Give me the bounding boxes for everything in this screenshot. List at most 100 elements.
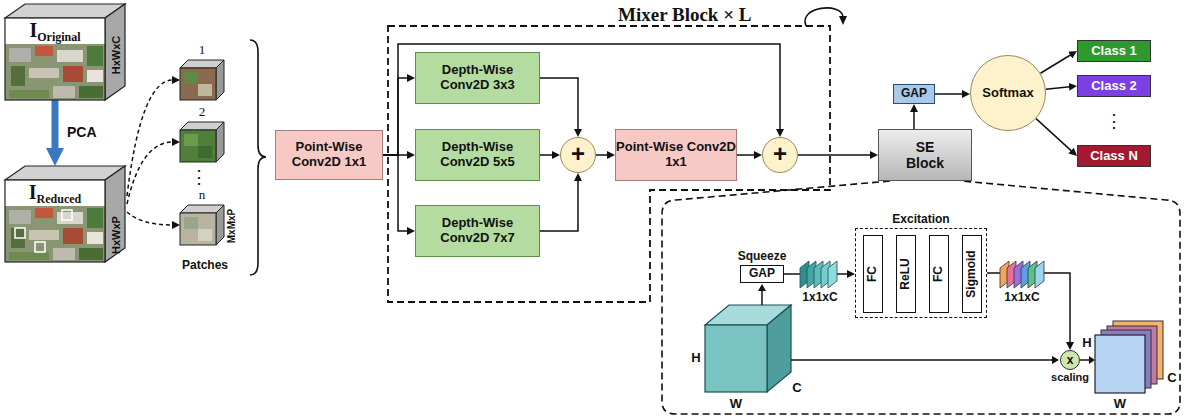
layer-label: FC <box>932 266 946 282</box>
dimension-label: MxMxP <box>226 209 237 243</box>
image-cube: IOriginal <box>5 4 127 100</box>
connector <box>127 142 173 204</box>
image-texture <box>79 86 103 98</box>
node-label: GAP <box>749 267 775 281</box>
class-box: Class N <box>1077 145 1151 167</box>
cube-side <box>216 122 224 162</box>
image-texture <box>9 252 49 260</box>
feature-map-side <box>767 305 791 392</box>
tensor-slice <box>1035 261 1044 288</box>
node-heading: 2 <box>199 105 206 120</box>
layer-box: Sigmoid <box>962 235 982 313</box>
wire <box>1080 359 1089 361</box>
dimension-label: HxWxC <box>110 36 122 75</box>
node-heading: n <box>199 188 206 203</box>
pooling-box: GAP <box>893 84 935 104</box>
node-label: Class N <box>1090 149 1138 164</box>
shape-outline <box>180 60 224 100</box>
image-texture <box>180 68 216 100</box>
shape-outline <box>5 4 127 100</box>
cube-front <box>5 18 105 100</box>
cube-front <box>180 68 216 100</box>
class-box: Class 2 <box>1077 75 1151 97</box>
node-label: Point-Wise Conv2D 1x1 <box>616 140 736 170</box>
image-cube: IReduced <box>5 166 127 262</box>
axis-label: C <box>1167 371 1176 385</box>
ellipsis: ⋮ <box>190 168 208 188</box>
cube-side <box>216 60 224 100</box>
node-label: Depth-Wise Conv2D 5x5 <box>416 140 539 170</box>
node-label: Point-Wise Conv2D 1x1 <box>276 140 382 170</box>
connector <box>383 78 408 155</box>
edge-label: PCA <box>67 125 97 140</box>
depthwise-conv-box: Depth-Wise Conv2D 5x5 <box>415 129 540 181</box>
sum-circle: + <box>560 137 596 173</box>
connector <box>798 154 871 156</box>
shape-outline <box>180 122 224 162</box>
axis-label: H <box>1082 336 1091 350</box>
axis-label: C <box>792 381 801 395</box>
symbol-subscript: Original <box>37 30 80 44</box>
node-label: + <box>773 142 787 166</box>
image-texture <box>184 134 198 146</box>
wire <box>761 291 763 305</box>
layer-label: Sigmoid <box>965 250 979 297</box>
arrow-head <box>758 284 766 291</box>
image-texture <box>79 248 103 260</box>
wire <box>791 359 1052 361</box>
patch-marker <box>62 210 72 220</box>
image-texture <box>87 46 103 66</box>
layer-box: FC <box>863 235 883 313</box>
connector <box>596 154 608 156</box>
image-texture <box>184 72 198 84</box>
connector <box>127 212 173 225</box>
axis-label: W <box>730 397 742 411</box>
ellipsis: ⋮ <box>1105 112 1123 132</box>
cube-front <box>5 180 105 262</box>
depthwise-conv-box: Depth-Wise Conv2D 3x3 <box>415 52 540 104</box>
connector <box>935 93 963 95</box>
layer-label: FC <box>866 266 880 282</box>
image-texture <box>9 90 49 98</box>
image-texture <box>87 208 103 228</box>
depthwise-conv-box: Depth-Wise Conv2D 7x7 <box>415 205 540 257</box>
arrow-head <box>1089 356 1095 364</box>
image-texture <box>87 70 103 82</box>
symbol-letter: I <box>29 19 37 41</box>
image-texture <box>5 206 105 262</box>
connector <box>540 78 578 130</box>
node-heading: 1 <box>199 43 206 58</box>
arrow-head <box>1052 356 1059 364</box>
shape-outline <box>5 166 127 262</box>
output-front <box>1095 335 1145 393</box>
connector <box>127 80 173 196</box>
patch-cube: 1 <box>180 60 224 100</box>
pointwise-conv-box: Point-Wise Conv2D 1x1 <box>615 129 737 181</box>
layer-label: ReLU <box>899 258 913 289</box>
node-caption: scaling <box>1051 371 1089 384</box>
squeeze-box: SqueezeGAP <box>740 265 784 283</box>
image-texture <box>29 230 59 240</box>
symbol-letter: I <box>29 181 37 203</box>
caption-label: Patches <box>182 259 228 272</box>
image-texture <box>63 228 83 244</box>
pointwise-conv-box: Point-Wise Conv2D 1x1 <box>275 130 383 180</box>
image-texture <box>198 229 212 241</box>
se-block-box: SE Block <box>878 129 972 181</box>
title-band <box>5 180 105 206</box>
connector <box>1046 87 1070 89</box>
cube-front <box>180 213 216 245</box>
scaling-circle: xscaling <box>1060 350 1080 370</box>
excitation-group: ExcitationFCReLUFCSigmoid <box>855 228 987 318</box>
image-texture <box>184 217 198 229</box>
axis-label: W <box>1114 397 1126 411</box>
image-texture <box>35 46 53 56</box>
node-label: Depth-Wise Conv2D 3x3 <box>416 63 539 93</box>
tensor-slice <box>828 261 837 288</box>
node-label: Softmax <box>982 86 1033 101</box>
dashed-outline <box>388 26 830 302</box>
connector <box>540 154 553 156</box>
patch-cube: n <box>180 205 224 245</box>
image-texture <box>11 228 25 248</box>
